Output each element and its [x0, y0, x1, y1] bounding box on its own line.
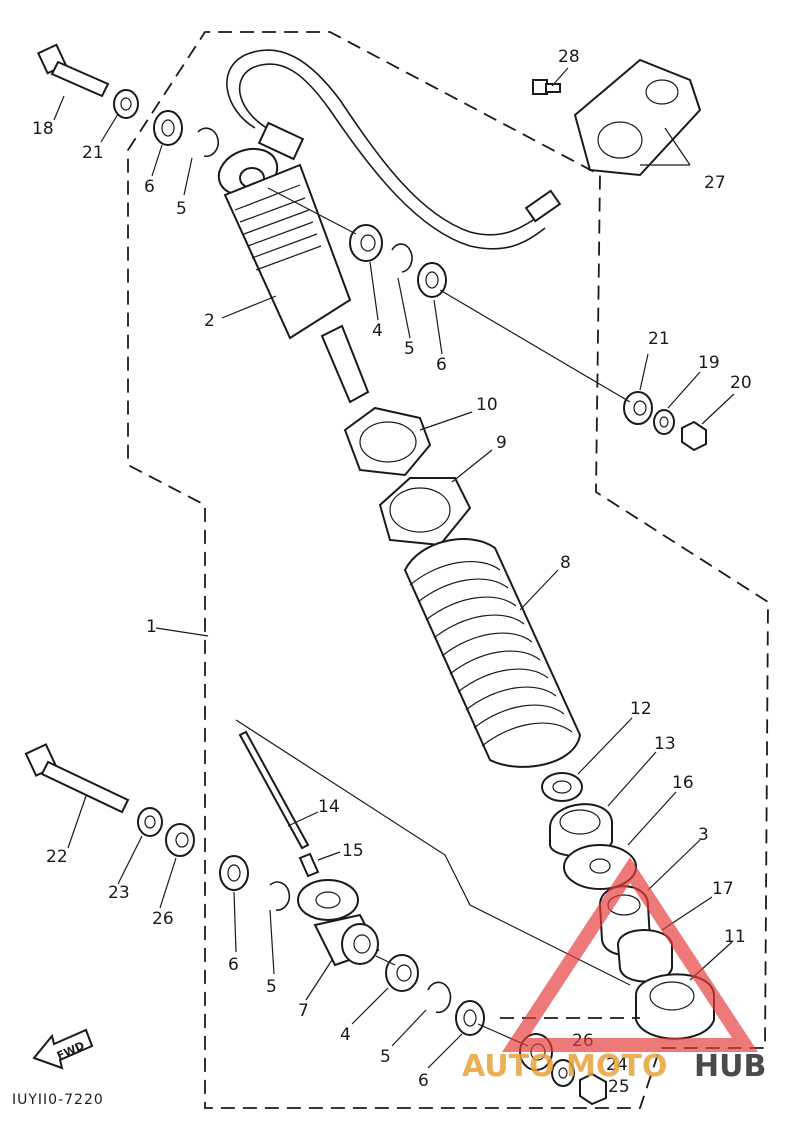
callout-6-top: 6 — [144, 177, 155, 197]
callout-15: 15 — [342, 841, 364, 861]
callout-26-left: 26 — [152, 909, 174, 929]
assembly-boundary — [127, 31, 769, 1109]
callout-6-lower-left: 6 — [228, 955, 239, 975]
watermark-auto: AUTO — [462, 1049, 555, 1084]
callout-4-upper: 4 — [372, 321, 383, 341]
callout-23: 23 — [108, 883, 130, 903]
watermark-logo: AUTO MOTO HUB — [462, 857, 766, 1084]
callout-6-lower-right: 6 — [418, 1071, 429, 1091]
rubber-stopper-ring — [616, 929, 673, 983]
pin-plug — [298, 852, 320, 878]
spring-guide — [549, 803, 613, 857]
spring-locknut — [343, 406, 432, 477]
callout-19: 19 — [698, 353, 720, 373]
callout-12: 12 — [630, 699, 652, 719]
lower-washer-right — [551, 1059, 575, 1087]
spring — [403, 538, 582, 768]
callout-6-upper: 6 — [436, 355, 447, 375]
callout-10: 10 — [476, 395, 498, 415]
upper-circlip-left — [197, 127, 219, 158]
callout-labels: 1 2 3 4 4 5 5 5 5 6 6 6 6 7 8 9 10 11 12… — [32, 47, 752, 1097]
lower-bushing-right — [385, 954, 419, 992]
callout-1: 1 — [146, 617, 157, 637]
lower-oil-seal-right — [455, 1000, 485, 1036]
callout-27: 27 — [704, 173, 726, 193]
callout-21-right: 21 — [648, 329, 670, 349]
callout-4-lower: 4 — [340, 1025, 351, 1045]
callout-14: 14 — [318, 797, 340, 817]
callout-17: 17 — [712, 879, 734, 899]
upper-oil-seal-left — [153, 110, 183, 146]
lower-circlip-left — [269, 881, 291, 911]
lower-clevis — [297, 879, 380, 967]
watermark-triangle-icon — [502, 857, 758, 1052]
callout-7: 7 — [298, 1001, 309, 1021]
watermark-moto: MOTO — [566, 1049, 667, 1084]
spring-adjuster — [378, 477, 472, 547]
lower-collar-left — [165, 823, 195, 857]
lower-nut — [579, 1072, 607, 1106]
leader-lines — [53, 67, 735, 1069]
watermark-hub: HUB — [694, 1049, 766, 1084]
callout-18: 18 — [32, 119, 54, 139]
forward-arrow-icon: FWD — [32, 1028, 94, 1070]
callout-2: 2 — [204, 311, 215, 331]
upper-collar-right — [623, 391, 653, 425]
reservoir-hose — [226, 49, 541, 236]
diagram-code: IUYII0-7220 — [12, 1092, 104, 1108]
upper-bolt — [36, 43, 110, 98]
upper-oil-seal-right — [417, 262, 447, 298]
upper-nut — [681, 420, 707, 452]
callout-24: 24 — [606, 1055, 628, 1075]
callout-20: 20 — [730, 373, 752, 393]
callout-9: 9 — [496, 433, 507, 453]
lower-bolt — [24, 743, 130, 814]
reservoir-clamp — [573, 58, 702, 177]
callout-3: 3 — [698, 825, 709, 845]
lower-washer-left — [137, 807, 163, 837]
upper-collar-left — [113, 89, 139, 119]
lower-oil-seal-left — [219, 855, 249, 891]
upper-circlip-right — [391, 243, 413, 273]
spring-seat-stopper — [541, 772, 583, 802]
callout-5-lower-right: 5 — [380, 1047, 391, 1067]
callout-5-upper: 5 — [404, 339, 415, 359]
lower-circlip-right — [427, 981, 452, 1014]
shock-absorber — [217, 49, 562, 404]
callout-22: 22 — [46, 847, 68, 867]
upper-bushing-right — [349, 224, 383, 262]
callout-28: 28 — [558, 47, 580, 67]
callout-25: 25 — [608, 1077, 630, 1097]
upper-washer — [653, 409, 675, 435]
callout-11: 11 — [724, 927, 746, 947]
callout-5-lower-left: 5 — [266, 977, 277, 997]
callout-21-top: 21 — [82, 143, 104, 163]
callout-5-top: 5 — [176, 199, 187, 219]
callout-8: 8 — [560, 553, 571, 573]
callout-16: 16 — [672, 773, 694, 793]
callout-13: 13 — [654, 734, 676, 754]
needle-pin — [238, 730, 310, 850]
